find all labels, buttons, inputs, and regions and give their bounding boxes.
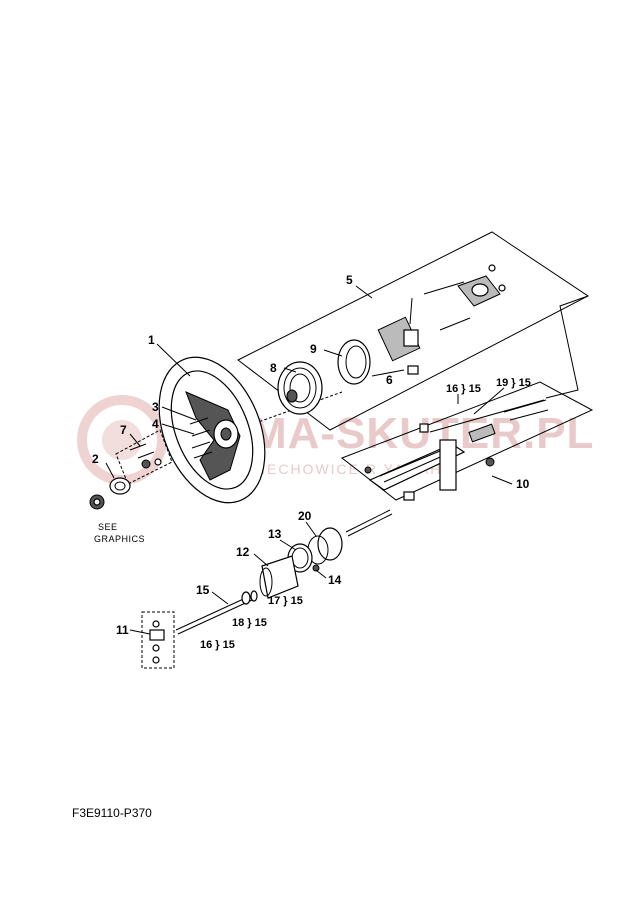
callout-20: 20 bbox=[298, 509, 312, 523]
see-graphics-line1: SEE bbox=[98, 522, 118, 532]
callout-10: 10 bbox=[516, 477, 530, 491]
callout-16-top: 16 } 15 bbox=[446, 383, 481, 395]
callout-8: 8 bbox=[270, 361, 277, 375]
switch-assembly bbox=[377, 264, 506, 375]
boot bbox=[259, 555, 299, 599]
group-box-11 bbox=[141, 611, 175, 669]
callout-18: 18 } 15 bbox=[232, 617, 267, 629]
horn-cover bbox=[277, 361, 323, 415]
bracket-assembly bbox=[364, 399, 549, 501]
wheel-bolts bbox=[189, 417, 213, 459]
steering-cable bbox=[175, 590, 258, 635]
callout-15: 15 bbox=[196, 583, 210, 597]
callout-5: 5 bbox=[346, 273, 353, 287]
see-graphics-line2: GRAPHICS bbox=[94, 534, 145, 544]
callout-17: 17 } 15 bbox=[268, 595, 303, 607]
emblem bbox=[89, 494, 105, 510]
callout-4: 4 bbox=[152, 417, 159, 431]
watermark: MA-SKUTER.PL W IECHOWICE R YAMAHA bbox=[77, 395, 594, 485]
leader-lines bbox=[105, 285, 513, 635]
callout-11: 11 bbox=[116, 623, 129, 637]
callout-13: 13 bbox=[268, 527, 282, 541]
cable-joint-parts bbox=[149, 620, 165, 664]
callout-19: 19 } 15 bbox=[496, 377, 531, 389]
hub-nut bbox=[109, 477, 131, 495]
callout-14: 14 bbox=[328, 573, 342, 587]
diagram-code: F3E9110-P370 bbox=[72, 806, 152, 820]
callout-3: 3 bbox=[152, 400, 159, 414]
steering-wheel bbox=[158, 356, 266, 504]
horn-ring bbox=[337, 339, 371, 385]
steering-shaft bbox=[307, 509, 393, 565]
callout-2: 2 bbox=[92, 452, 99, 466]
callout-9: 9 bbox=[310, 342, 317, 356]
hub-fasteners bbox=[129, 443, 162, 469]
callout-1: 1 bbox=[148, 333, 155, 347]
watermark-brand: MA-SKUTER.PL bbox=[250, 409, 594, 458]
group-connector-line bbox=[545, 295, 589, 399]
callout-12: 12 bbox=[236, 545, 250, 559]
watermark-logo-inner bbox=[102, 420, 142, 460]
callout-6: 6 bbox=[386, 373, 393, 387]
callout-16-bottom: 16 } 15 bbox=[200, 639, 235, 651]
callout-7: 7 bbox=[120, 423, 127, 437]
